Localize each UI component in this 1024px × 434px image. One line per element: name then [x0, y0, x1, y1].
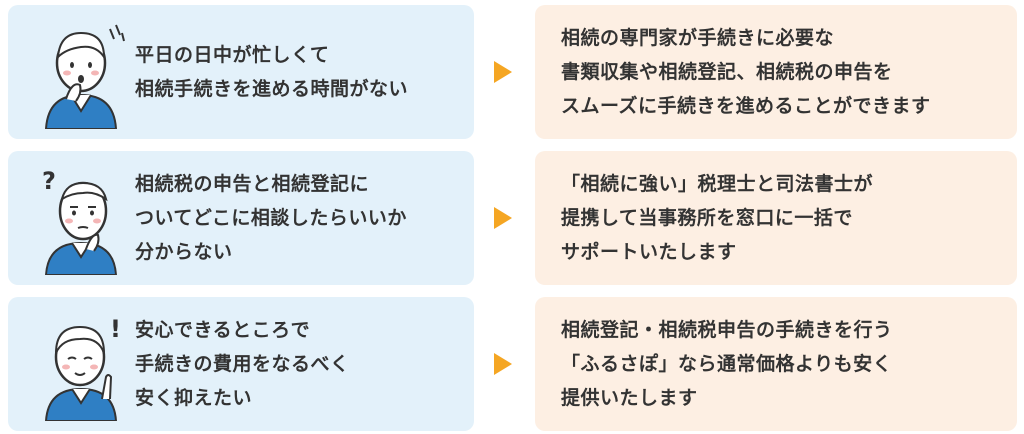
solution-line: 書類収集や相続登記、相続税の申告を	[561, 61, 893, 83]
solution-line: サポートいたします	[561, 241, 737, 263]
confused-man-icon: ?	[42, 167, 118, 275]
problem-line: 相続手続きを進める時間がない	[135, 78, 409, 100]
problem-line: 分からない	[135, 241, 233, 263]
problem-card-2: ? 相続税の申告と相続登記に ついてどこに相談したらいいか 分からない	[8, 151, 474, 285]
solution-line: 「相続に強い」税理士と司法書士が	[561, 173, 874, 195]
solution-card-3: 相続登記・相続税申告の手続きを行う 「ふるさぽ」なら通常価格よりも安く 提供いた…	[535, 297, 1017, 431]
solution-line: 相続登記・相続税申告の手続きを行う	[561, 319, 893, 341]
problem-card-1: 平日の日中が忙しくて 相続手続きを進める時間がない	[8, 5, 474, 139]
problem-text-2: 相続税の申告と相続登記に ついてどこに相談したらいいか 分からない	[135, 151, 407, 285]
svg-text:?: ?	[42, 167, 56, 195]
solution-card-1: 相続の専門家が手続きに必要な 書類収集や相続登記、相続税の申告を スムーズに手続…	[535, 5, 1017, 139]
solution-line: 相続の専門家が手続きに必要な	[561, 27, 835, 49]
solution-line: 提供いたします	[561, 387, 698, 409]
problem-line: 安く抑えたい	[135, 387, 253, 409]
arrow-right-icon	[494, 61, 512, 83]
problem-line: 安心できるところで	[135, 319, 311, 341]
solution-text-3: 相続登記・相続税申告の手続きを行う 「ふるさぽ」なら通常価格よりも安く 提供いた…	[561, 297, 893, 431]
row-3: ! 安心できるところで 手続きの費用をなるべく 安く抑えたい 相続登記・相続税申…	[0, 297, 1024, 433]
problem-line: ついてどこに相談したらいいか	[135, 207, 407, 229]
elderly-woman-idea-icon: !	[44, 315, 121, 421]
svg-text:!: !	[110, 315, 121, 343]
worried-woman-icon	[44, 24, 125, 129]
arrow-right-icon	[494, 353, 512, 375]
solution-card-2: 「相続に強い」税理士と司法書士が 提携して当事務所を窓口に一括で サポートいたし…	[535, 151, 1017, 285]
problem-card-3: ! 安心できるところで 手続きの費用をなるべく 安く抑えたい	[8, 297, 474, 431]
row-1: 平日の日中が忙しくて 相続手続きを進める時間がない 相続の専門家が手続きに必要な…	[0, 5, 1024, 141]
problem-line: 平日の日中が忙しくて	[135, 44, 330, 66]
arrow-right-icon	[494, 207, 512, 229]
row-2: ? 相続税の申告と相続登記に ついてどこに相談したらいいか 分からない 「相続に…	[0, 151, 1024, 287]
problem-line: 手続きの費用をなるべく	[135, 353, 350, 375]
solution-line: 提携して当事務所を窓口に一括で	[561, 207, 853, 229]
solution-line: 「ふるさぽ」なら通常価格よりも安く	[561, 353, 893, 375]
solution-text-1: 相続の専門家が手続きに必要な 書類収集や相続登記、相続税の申告を スムーズに手続…	[561, 5, 931, 139]
problem-text-1: 平日の日中が忙しくて 相続手続きを進める時間がない	[135, 5, 408, 139]
problem-text-3: 安心できるところで 手続きの費用をなるべく 安く抑えたい	[135, 297, 350, 431]
problem-line: 相続税の申告と相続登記に	[135, 173, 370, 195]
solution-line: スムーズに手続きを進めることができます	[561, 95, 931, 117]
solution-text-2: 「相続に強い」税理士と司法書士が 提携して当事務所を窓口に一括で サポートいたし…	[561, 151, 873, 285]
